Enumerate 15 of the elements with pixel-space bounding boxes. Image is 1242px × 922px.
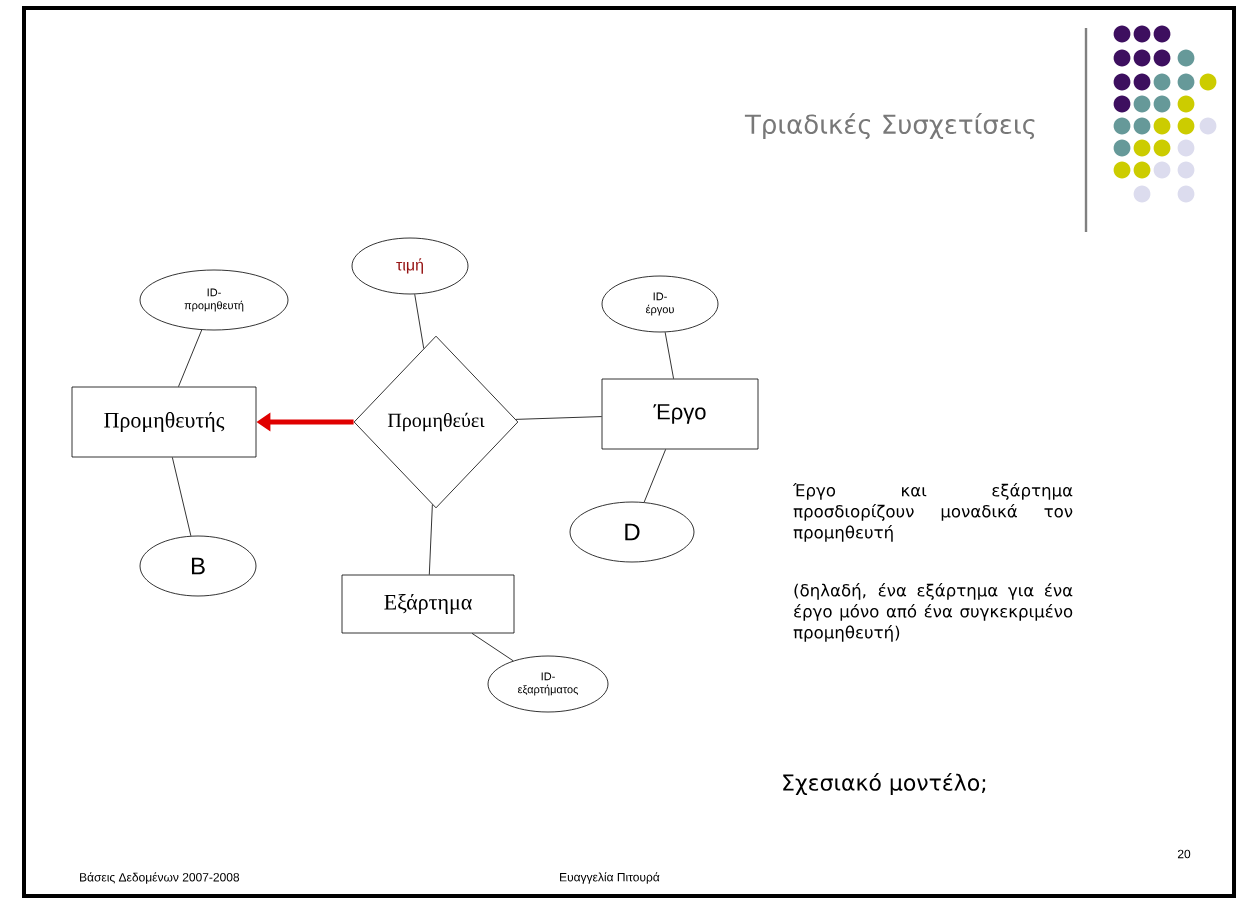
slide-title: Τριαδικές Συσχετίσεις [744, 112, 1035, 140]
connector-line [171, 457, 192, 537]
entity-box: Εξάρτημα [341, 574, 515, 634]
entity-box: Έργο [601, 378, 759, 450]
note-text: Έργο και εξάρτημα προσδιορίζουν μοναδικά τον προμηθευτή [792, 483, 1073, 542]
connector-line [414, 293, 425, 349]
connector-line [178, 329, 203, 387]
connector-line [643, 449, 666, 503]
connector-line [664, 331, 674, 379]
question-text: Σχεσιακό μοντέλο; [783, 772, 986, 796]
connector-line [471, 633, 514, 662]
connector-line [515, 416, 602, 420]
note-text: (δηλαδή, ένα εξάρτημα για ένα έργο μόνο από ένα συγκεκριμένο προμηθευτή) [793, 583, 1073, 642]
connector-line [428, 504, 433, 575]
entity-box: Προμηθευτής [71, 386, 257, 458]
